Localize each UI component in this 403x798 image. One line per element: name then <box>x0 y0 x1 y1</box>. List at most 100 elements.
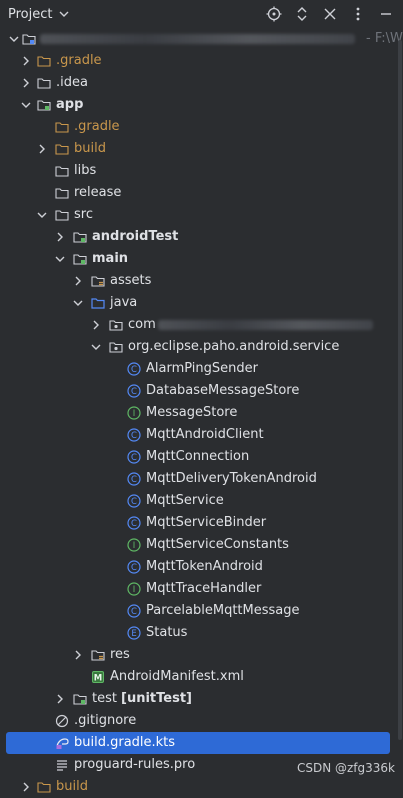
tree-row-class[interactable]: C DatabaseMessageStore <box>0 380 403 402</box>
folder-icon <box>55 188 69 199</box>
tree-row-src[interactable]: src <box>0 204 403 226</box>
tree-label: MqttDeliveryTokenAndroid <box>146 471 317 486</box>
tree-label: DatabaseMessageStore <box>146 383 300 398</box>
class-icon: C <box>127 472 141 486</box>
tree-row-class[interactable]: C ParcelableMqttMessage <box>0 600 403 622</box>
chevron-down-icon[interactable] <box>20 99 32 111</box>
svg-text:I: I <box>133 409 136 419</box>
tree-label: MqttTokenAndroid <box>146 559 263 574</box>
chevron-right-icon[interactable] <box>90 319 102 331</box>
chevron-right-icon[interactable] <box>72 649 84 661</box>
interface-icon: I <box>127 582 141 596</box>
resources-folder-icon <box>91 650 105 661</box>
svg-text:I: I <box>133 541 136 551</box>
tree-label: assets <box>110 273 152 288</box>
source-set-folder-icon <box>73 232 87 243</box>
svg-text:E: E <box>131 629 136 639</box>
tree-row-androidtest[interactable]: androidTest <box>0 226 403 248</box>
svg-text:I: I <box>133 585 136 595</box>
tree-label: ParcelableMqttMessage <box>146 603 300 618</box>
tree-label: res <box>110 647 130 662</box>
chevron-down-icon[interactable] <box>72 297 84 309</box>
vertical-scrollbar[interactable] <box>398 40 402 740</box>
tree-row-class[interactable]: C MqttService <box>0 490 403 512</box>
tree-row-build-root[interactable]: build <box>0 776 403 798</box>
tree-label: MessageStore <box>146 405 238 420</box>
class-icon: C <box>127 560 141 574</box>
svg-text:C: C <box>131 365 137 375</box>
chevron-right-icon[interactable] <box>20 781 32 793</box>
tree-row-res[interactable]: res <box>0 644 403 666</box>
class-icon: C <box>127 516 141 530</box>
crosshair-icon[interactable] <box>265 5 283 23</box>
tree-label: .gradle <box>74 119 120 134</box>
tree-row-class[interactable]: C MqttDeliveryTokenAndroid <box>0 468 403 490</box>
tree-row-class[interactable]: C AlarmPingSender <box>0 358 403 380</box>
tree-row-assets[interactable]: assets <box>0 270 403 292</box>
chevron-right-icon[interactable] <box>20 77 32 89</box>
chevron-right-icon[interactable] <box>36 143 48 155</box>
text-file-icon <box>57 760 67 771</box>
tree-row-proguard[interactable]: proguard-rules.pro <box>0 754 403 776</box>
tree-row-enum[interactable]: E Status <box>0 622 403 644</box>
tree-row-gitignore[interactable]: .gitignore <box>0 710 403 732</box>
chevron-down-icon[interactable] <box>36 209 48 221</box>
tree-row-java[interactable]: java <box>0 292 403 314</box>
tree-label-suffix: [unitTest] <box>121 691 192 706</box>
svg-text:C: C <box>131 453 137 463</box>
chevron-down-icon[interactable] <box>58 8 70 20</box>
tree-row-interface[interactable]: I MessageStore <box>0 402 403 424</box>
expand-collapse-icon[interactable] <box>293 5 311 23</box>
tree-row-interface[interactable]: I MqttServiceConstants <box>0 534 403 556</box>
tree-label: build <box>74 141 106 156</box>
tree-row-class[interactable]: C MqttConnection <box>0 446 403 468</box>
chevron-right-icon[interactable] <box>54 693 66 705</box>
class-icon: C <box>127 604 141 618</box>
chevron-down-icon[interactable] <box>54 253 66 265</box>
module-folder-icon <box>22 34 36 45</box>
tree-row-package[interactable]: org.eclipse.paho.android.service <box>0 336 403 358</box>
chevron-down-icon[interactable] <box>90 341 102 353</box>
tree-row-interface[interactable]: I MqttTraceHandler <box>0 578 403 600</box>
folder-icon <box>55 122 69 133</box>
chevron-right-icon[interactable] <box>54 231 66 243</box>
tree-row-root[interactable]: - F:\W <box>0 28 403 50</box>
tree-row-com[interactable]: com <box>0 314 403 336</box>
tree-label: .idea <box>56 75 88 90</box>
svg-text:C: C <box>131 431 137 441</box>
tree-row-class[interactable]: C MqttTokenAndroid <box>0 556 403 578</box>
settings-icon[interactable] <box>349 5 367 23</box>
tree-label: MqttServiceBinder <box>146 515 267 530</box>
tool-window-title[interactable]: Project <box>8 6 53 22</box>
tree-row-gradle[interactable]: .gradle <box>0 50 403 72</box>
tree-row-manifest[interactable]: M AndroidManifest.xml <box>0 666 403 688</box>
chevron-right-icon[interactable] <box>20 55 32 67</box>
class-icon: C <box>127 450 141 464</box>
svg-text:C: C <box>131 497 137 507</box>
minimize-icon[interactable] <box>377 5 395 23</box>
tree-label: AlarmPingSender <box>146 361 258 376</box>
chevron-right-icon[interactable] <box>72 275 84 287</box>
tree-row-libs[interactable]: libs <box>0 160 403 182</box>
blurred-project-name <box>40 34 355 44</box>
folder-icon <box>55 144 69 155</box>
tree-row-test[interactable]: test [unitTest] <box>0 688 403 710</box>
folder-icon <box>55 166 69 177</box>
tree-label: org.eclipse.paho.android.service <box>128 339 340 354</box>
tree-label: libs <box>74 163 97 178</box>
tree-row-app-gradle[interactable]: .gradle <box>0 116 403 138</box>
collapse-all-icon[interactable] <box>321 5 339 23</box>
package-icon <box>109 342 123 353</box>
tree-row-class[interactable]: C MqttAndroidClient <box>0 424 403 446</box>
tree-label: androidTest <box>92 229 179 244</box>
tree-row-main[interactable]: main <box>0 248 403 270</box>
tree-row-build-gradle-kts[interactable]: build.gradle.kts <box>6 732 390 754</box>
tree-row-class[interactable]: C MqttServiceBinder <box>0 512 403 534</box>
tree-row-build[interactable]: build <box>0 138 403 160</box>
tree-row-idea[interactable]: .idea <box>0 72 403 94</box>
tree-row-app[interactable]: app <box>0 94 403 116</box>
tree-label: .gitignore <box>74 713 137 728</box>
tree-row-release[interactable]: release <box>0 182 403 204</box>
chevron-down-icon[interactable] <box>8 33 20 45</box>
tree-label: MqttAndroidClient <box>146 427 264 442</box>
